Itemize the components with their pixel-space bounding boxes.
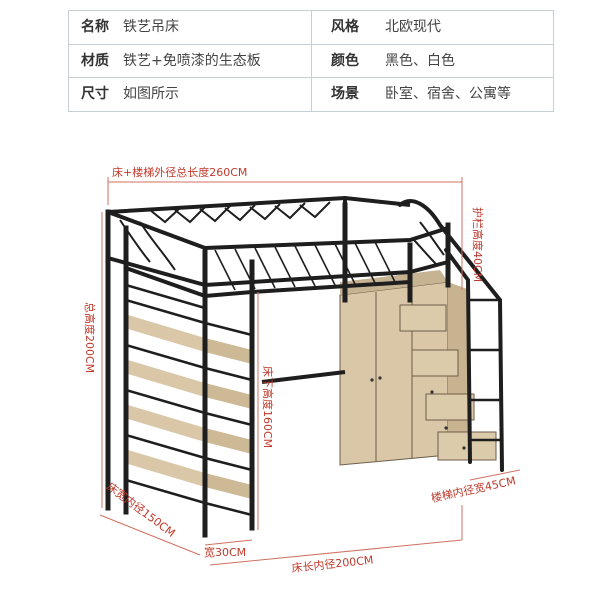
spec-table: 名称 铁艺吊床 风格 北欧现代 材质 铁艺+免喷漆的生态板 颜色 黑色、白色 尺… <box>68 10 554 112</box>
spec-row: 名称 铁艺吊床 风格 北欧现代 <box>69 11 553 44</box>
spec-row: 材质 铁艺+免喷漆的生态板 颜色 黑色、白色 <box>69 44 553 78</box>
spec-key: 风格 <box>331 19 359 35</box>
spec-value: 铁艺吊床 <box>123 19 179 35</box>
spec-key: 颜色 <box>331 53 359 69</box>
mattress-slats <box>214 241 396 291</box>
center-support-bar <box>261 370 346 384</box>
loft-bed-diagram: 床+楼梯外径总长度260CM 护栏高度40CM 总高度200CM 床下高度160… <box>83 165 521 575</box>
spec-value: 铁艺+免喷漆的生态板 <box>123 53 261 69</box>
spec-value: 黑色、白色 <box>385 53 455 69</box>
dim-bed-width: 床宽内径150CM <box>104 479 178 540</box>
dim-total-length: 床+楼梯外径总长度260CM <box>112 165 247 179</box>
spec-row: 尺寸 如图所示 场景 卧室、宿舍、公寓等 <box>69 77 553 112</box>
dim-bed-height: 床下高度160CM <box>261 366 275 448</box>
spec-value: 北欧现代 <box>385 19 441 35</box>
spec-key: 场景 <box>331 86 359 102</box>
dim-shelf-width: 宽30CM <box>204 545 246 559</box>
spec-value: 如图所示 <box>123 86 179 102</box>
stair-railing <box>398 199 504 472</box>
spec-key: 材质 <box>81 53 109 69</box>
bed-frame-posts <box>105 202 451 538</box>
spec-key: 名称 <box>81 19 109 35</box>
spec-value: 卧室、宿舍、公寓等 <box>385 86 511 102</box>
spec-key: 尺寸 <box>81 86 109 102</box>
table-divider <box>311 11 312 111</box>
dim-total-height: 总高度200CM <box>83 302 97 373</box>
stair-steps <box>399 282 497 461</box>
shelf-tower <box>125 283 253 517</box>
guard-rail-chevron <box>119 201 445 271</box>
dim-rail-height: 护栏高度40CM <box>471 207 485 282</box>
dim-stair-width: 楼梯内径宽45CM <box>430 473 517 505</box>
dimension-lines <box>99 177 521 566</box>
